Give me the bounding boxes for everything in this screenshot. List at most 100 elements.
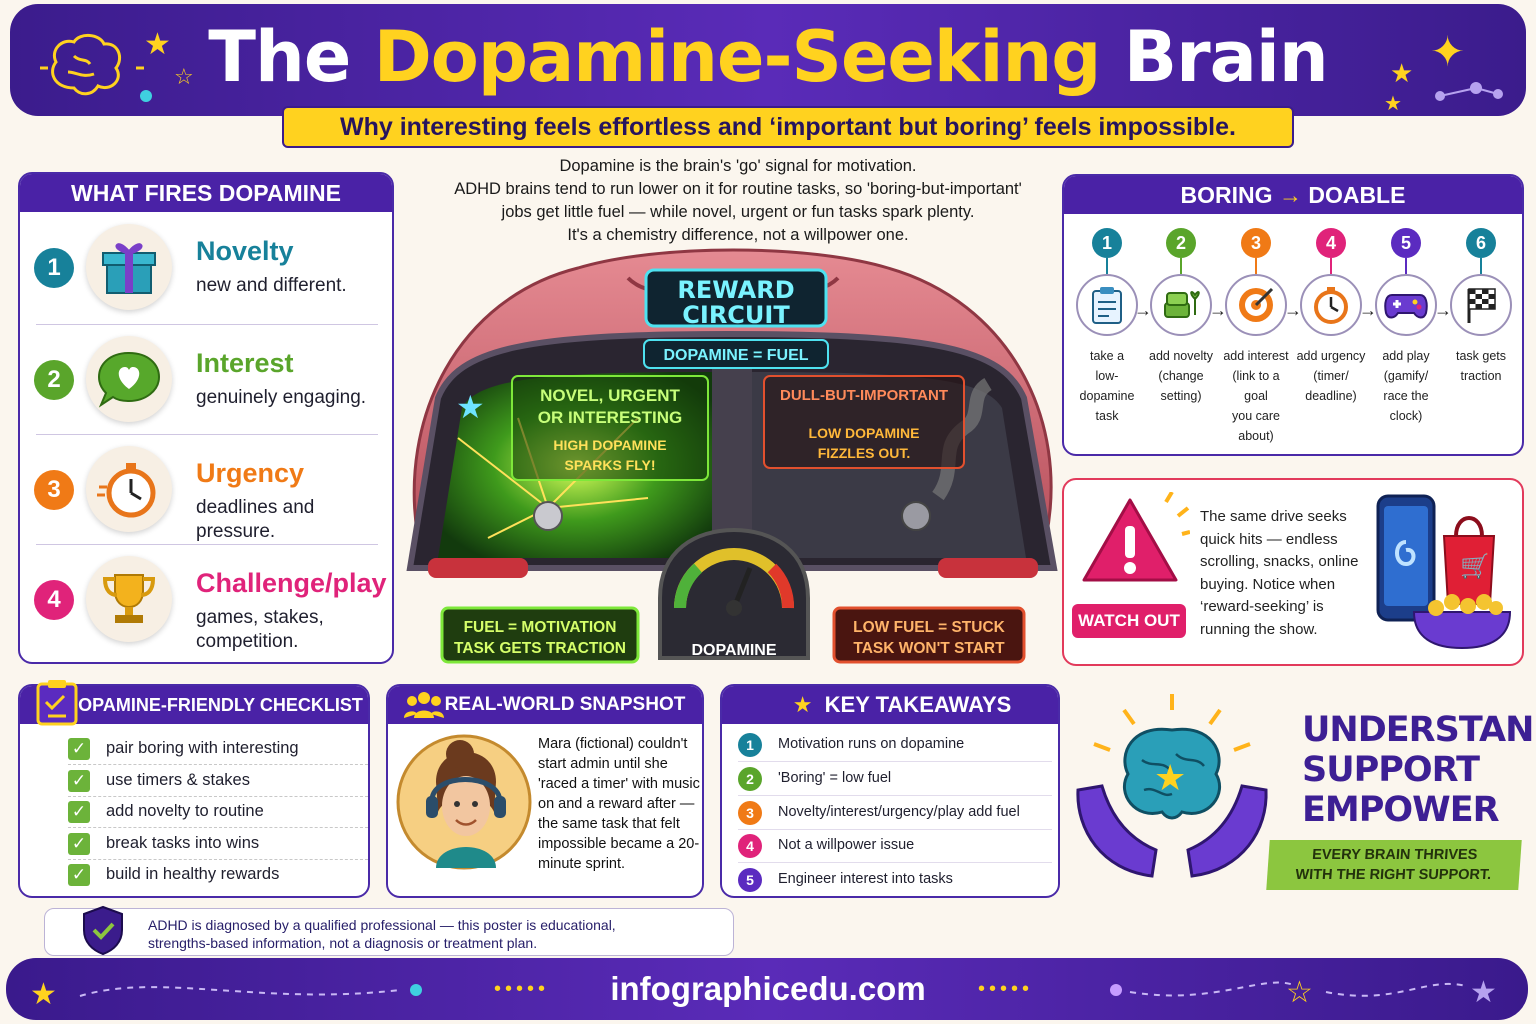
watch-out-text: The same drive seeks quick hits — endles… xyxy=(1200,508,1359,638)
right-sub-1: LOW DOPAMINE xyxy=(809,425,920,441)
fire-item-challenge: 4 Challenge/play games, stakes, competit… xyxy=(20,550,392,660)
clipboard-icon xyxy=(1076,274,1138,336)
fire-item-urgency: 3 Urgency deadlines and pressure. xyxy=(20,440,392,550)
item-description: deadlines and pressure. xyxy=(196,497,315,542)
intro-line: It's a chemistry difference, not a willp… xyxy=(567,226,909,244)
left-flipper xyxy=(428,558,528,578)
step-stem xyxy=(1330,258,1332,274)
item-description: new and different. xyxy=(196,275,347,296)
intro-line: jobs get little fuel — while novel, urge… xyxy=(501,203,975,221)
stopwatch-icon xyxy=(1300,274,1362,336)
step-number: 4 xyxy=(1316,228,1346,258)
low-dopamine-panel xyxy=(763,375,965,469)
star-icon: ★ xyxy=(1154,757,1186,798)
smartphone-icon xyxy=(1376,494,1436,622)
item-number: 4 xyxy=(34,580,74,620)
reward-circuit-sign xyxy=(644,268,828,328)
check-icon: ✓ xyxy=(68,801,90,823)
panel-title: ★ KEY TAKEAWAYS xyxy=(722,686,1058,724)
arrow-right-icon: → xyxy=(1284,300,1302,320)
left-sub-2: SPARKS FLY! xyxy=(564,457,655,473)
step-stem xyxy=(1180,258,1182,274)
divider xyxy=(36,324,378,325)
checklist-item: ✓break tasks into wins xyxy=(68,829,368,860)
target-icon xyxy=(1225,274,1287,336)
dopamine-friendly-checklist-panel: DOPAMINE-FRIENDLY CHECKLIST ✓pair boring… xyxy=(18,684,370,898)
step-number: 1 xyxy=(1092,228,1122,258)
title-part-3: Brain xyxy=(1123,16,1329,98)
step-label: add urgency(timer/deadline) xyxy=(1296,349,1366,403)
checklist-item: ✓build in healthy rewards xyxy=(68,860,368,891)
what-fires-dopamine-panel: WHAT FIRES DOPAMINE 1 Novelty new and di… xyxy=(18,172,394,664)
snack-bowl-icon xyxy=(1412,594,1512,650)
title-part-2: Dopamine-Seeking xyxy=(373,16,1102,98)
fuel-sign xyxy=(643,339,829,369)
footer-decoration-right: ☆ ★ xyxy=(1110,976,1497,1009)
star-outline-icon: ☆ xyxy=(174,64,194,89)
right-heading: DULL-BUT-IMPORTANT xyxy=(780,387,948,404)
star-icon: ★ xyxy=(792,692,813,717)
step-stem xyxy=(1405,258,1407,274)
understand-support-empower: UNDERSTAND SUPPORT EMPOWER xyxy=(1302,710,1536,830)
checklist-item: ✓add novelty to routine xyxy=(68,797,368,828)
check-icon: ✓ xyxy=(68,738,90,760)
item-number: 1 xyxy=(34,248,74,288)
machine-title-1: REWARD xyxy=(677,276,794,304)
machine-title-2: CIRCUIT xyxy=(682,301,790,329)
header-banner xyxy=(10,4,1526,116)
header-decoration-left: ★ ☆ xyxy=(40,28,194,102)
right-flipper xyxy=(938,558,1038,578)
item-description: games, stakes, competition. xyxy=(196,607,324,652)
item-number: 2 xyxy=(34,360,74,400)
clipboard-check-icon xyxy=(36,680,78,726)
step-number: 2 xyxy=(1166,228,1196,258)
fire-item-interest: 2 Interest genuinely engaging. xyxy=(20,330,392,440)
checklist-item: ✓use timers & stakes xyxy=(68,766,368,797)
step-stem xyxy=(1106,258,1108,274)
fuel-label: DOPAMINE = FUEL xyxy=(663,347,808,364)
phone-shopping-snacks-illustration: 🛒 xyxy=(1376,494,1512,650)
intro-text: Dopamine is the brain's 'go' signal for … xyxy=(408,155,1068,247)
title-part-1: The xyxy=(208,16,351,98)
stopwatch-icon xyxy=(86,446,172,532)
warning-icon xyxy=(1082,492,1190,582)
left-heading-1: NOVEL, URGENT xyxy=(540,386,680,405)
dot-icon xyxy=(1110,984,1122,996)
panel-title: BORING → DOABLE xyxy=(1064,176,1522,214)
title-boring: BORING xyxy=(1180,182,1273,208)
fuel-motivation-badge xyxy=(440,606,640,664)
step-stem xyxy=(1255,258,1257,274)
star-icon: ★ xyxy=(456,389,485,425)
hands-holding-brain-illustration: ★ xyxy=(1076,694,1268,878)
cart-icon: 🛒 xyxy=(1460,552,1490,580)
arrow-right-icon: → xyxy=(1359,300,1377,320)
divider xyxy=(36,434,378,435)
check-icon: ✓ xyxy=(68,833,90,855)
high-dopamine-panel xyxy=(511,375,709,481)
arrow-right-icon: → xyxy=(1209,300,1227,320)
footer-banner xyxy=(6,958,1528,1020)
step-stem xyxy=(1480,258,1482,274)
step-number: 3 xyxy=(1241,228,1271,258)
sparkle-star-icon: ✦ xyxy=(1430,28,1465,75)
footer-site-link[interactable]: infographicedu.com xyxy=(610,970,926,1007)
disclaimer-box xyxy=(44,908,734,956)
item-description: genuinely engaging. xyxy=(196,387,367,408)
watch-out-label: WATCH OUT xyxy=(1072,604,1186,638)
arrow-right-icon: → xyxy=(1134,300,1152,320)
star-icon: ★ xyxy=(144,28,171,61)
dot-icon xyxy=(410,984,422,996)
shopping-bag-icon: 🛒 xyxy=(1442,516,1496,605)
star-icon: ★ xyxy=(1384,93,1402,112)
